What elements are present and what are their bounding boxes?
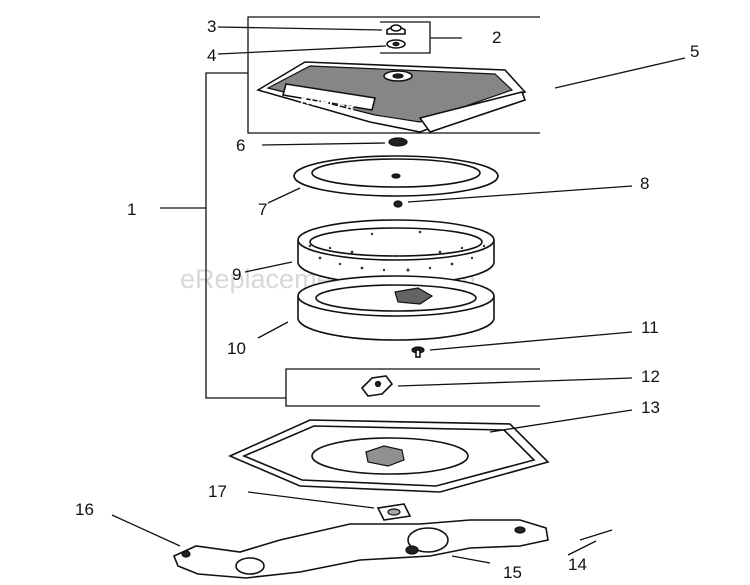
grommet-part-8 (393, 185, 633, 208)
callout-2: 2 (492, 28, 501, 47)
callout-13: 13 (641, 398, 660, 417)
callout-4: 4 (207, 46, 216, 65)
base-plate-part-13 (228, 409, 633, 493)
callout-3: 3 (207, 17, 216, 36)
callout-9: 9 (232, 265, 241, 284)
callout-11: 11 (641, 318, 659, 337)
air-cleaner-cover-part-5: KOHLER (255, 57, 686, 133)
callout-15: 15 (503, 563, 522, 582)
callout-14: 14 (568, 555, 587, 574)
callout-7: 7 (258, 200, 267, 219)
callout-16: 16 (75, 500, 94, 519)
callout-12: 12 (641, 367, 660, 386)
gasket-part-17 (247, 491, 412, 521)
retainer-part-12 (285, 368, 633, 407)
flange-part-16 (111, 514, 181, 547)
callout-6: 6 (236, 136, 245, 155)
callout-10: 10 (227, 339, 246, 358)
filter-element-part-10 (257, 275, 495, 341)
seal-part-4 (217, 39, 406, 55)
nut-part-6 (261, 137, 408, 147)
wing-nut-part-3 (217, 24, 406, 35)
callout-17: 17 (208, 482, 227, 501)
bracket-group-1 (160, 72, 286, 399)
callout-1: 1 (127, 200, 136, 219)
callout-8: 8 (640, 174, 649, 193)
bolt-part-14 (567, 529, 613, 556)
bracket-top-assembly (247, 16, 540, 134)
cover-plate-part-7 (267, 155, 499, 204)
elbow-part-15 (172, 519, 549, 579)
screw-part-11 (411, 331, 633, 358)
precleaner-part-9 (244, 219, 495, 285)
callout-5: 5 (690, 42, 699, 61)
